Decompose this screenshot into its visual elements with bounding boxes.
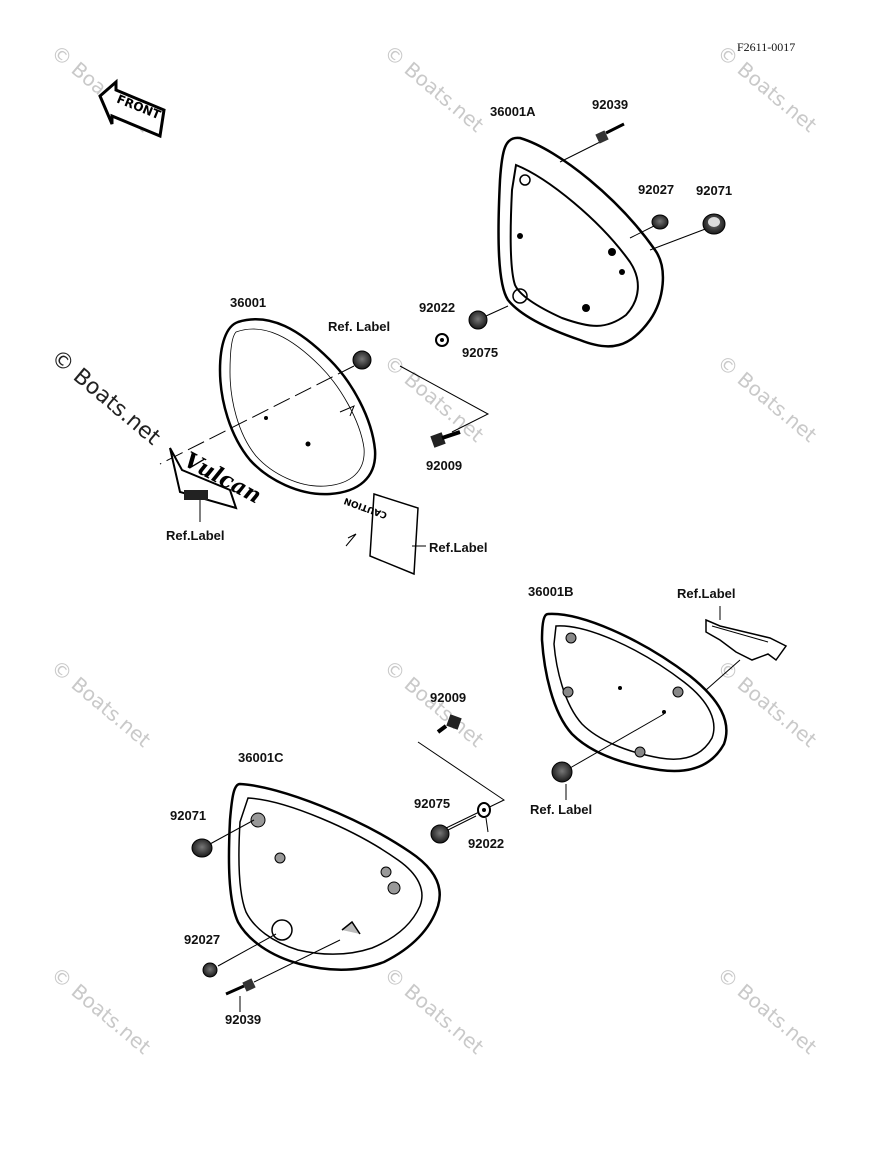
callout-92075-top: 92075 bbox=[462, 345, 499, 360]
grommet-92075-top bbox=[468, 310, 488, 330]
collar-92027-bottom bbox=[202, 962, 218, 978]
callout-92071-bottom: 92071 bbox=[170, 808, 207, 823]
callout-ref-label-grommet-b: Ref. Label bbox=[530, 802, 593, 817]
side-cover-36001C bbox=[227, 782, 441, 971]
ref-label-bracket-icon bbox=[705, 618, 788, 662]
callout-ref-label-bracket: Ref.Label bbox=[677, 586, 736, 601]
callout-92039-bottom: 92039 bbox=[225, 1012, 262, 1027]
grommet-92071-bottom bbox=[191, 838, 213, 858]
callout-36001A: 36001A bbox=[490, 104, 536, 119]
callout-36001: 36001 bbox=[230, 295, 267, 310]
collar-92027-top bbox=[651, 214, 669, 230]
grommet-ref-label bbox=[352, 350, 372, 370]
figure-id: F2611-0017 bbox=[737, 40, 796, 54]
callout-92009-top: 92009 bbox=[426, 458, 463, 473]
callout-92009-bottom: 92009 bbox=[430, 690, 467, 705]
screw-92039-top bbox=[559, 122, 625, 163]
screw-92039-bottom bbox=[225, 939, 341, 996]
callout-92022-top: 92022 bbox=[419, 300, 456, 315]
callout-ref-label-grommet: Ref. Label bbox=[328, 319, 391, 334]
bolt-92009-top bbox=[430, 430, 461, 448]
callout-92027-top: 92027 bbox=[638, 182, 675, 197]
side-cover-36001A bbox=[497, 136, 665, 348]
callout-92022-bottom: 92022 bbox=[468, 836, 505, 851]
bolt-92009-bottom bbox=[436, 714, 462, 734]
callout-92027-bottom: 92027 bbox=[184, 932, 221, 947]
callout-ref-label-caution: Ref.Label bbox=[429, 540, 488, 555]
side-cover-36001 bbox=[218, 317, 377, 496]
callout-92075-bottom: 92075 bbox=[414, 796, 451, 811]
callout-92071-top: 92071 bbox=[696, 183, 733, 198]
caution-label-icon: CAUTION bbox=[343, 492, 419, 576]
callout-92039-top: 92039 bbox=[592, 97, 629, 112]
callout-36001B: 36001B bbox=[528, 584, 574, 599]
front-arrow-icon: FRONT bbox=[98, 78, 166, 139]
grommet-92075-bottom bbox=[430, 824, 450, 844]
grommet-ref-label-b bbox=[551, 761, 573, 783]
callout-36001C: 36001C bbox=[238, 750, 284, 765]
side-cover-36001B bbox=[540, 612, 728, 773]
callout-ref-label-emblem: Ref.Label bbox=[166, 528, 225, 543]
